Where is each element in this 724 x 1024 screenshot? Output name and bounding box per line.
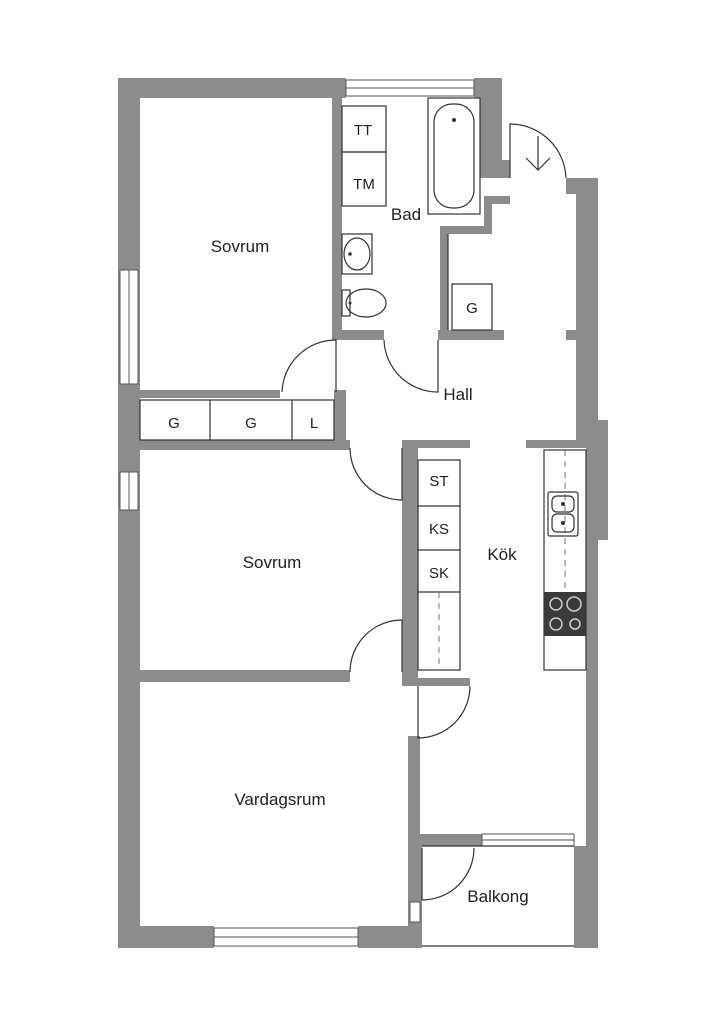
window-bedroom-top [119, 269, 139, 385]
sink-icon [547, 491, 579, 537]
wall-bed2-stub [338, 440, 350, 450]
wall-wardrobe-left [140, 390, 280, 398]
wall-bath-step [448, 226, 484, 234]
fixture-label-hall-g: G [466, 300, 478, 317]
window-bath [345, 79, 475, 97]
wall-bottom-mid [358, 926, 422, 948]
wall-bed2-top [140, 440, 346, 450]
door-bath [383, 339, 439, 393]
fixture-label-linen: L [310, 415, 318, 432]
wall-left [118, 78, 140, 948]
hall-closet-box [451, 283, 493, 331]
room-label-balcony: Balkong [467, 887, 528, 906]
room-label-bath: Bad [391, 205, 421, 224]
fixture-label-wardrobe-2: G [245, 415, 257, 432]
bath-fixtures [341, 97, 493, 331]
door-living [349, 619, 403, 673]
wall-entry-left [480, 160, 510, 178]
walls [118, 78, 608, 948]
wall-bottom-left [118, 926, 214, 948]
wall-kitchen-lower [408, 736, 420, 850]
window-bedroom-mid [119, 471, 139, 511]
kitchen-right-counter [543, 449, 587, 671]
room-label-kitchen: Kök [487, 545, 517, 564]
wall-hall-stub [566, 330, 578, 340]
fixture-label-tt: TT [354, 122, 372, 139]
toilet-icon [341, 288, 387, 318]
wall-kitchen-bottom [408, 834, 482, 846]
room-label-living: Vardagsrum [234, 790, 325, 809]
wall-bath-closet [440, 226, 448, 338]
wall-bath-bottom-right [438, 330, 504, 340]
wall-kitchen-left [402, 440, 410, 686]
washbasin-icon [341, 233, 373, 275]
door-bedroom-top [281, 339, 337, 393]
dryer-box [341, 151, 387, 207]
window-kitchen [481, 833, 575, 847]
fixture-label-wardrobe-1: G [168, 415, 180, 432]
wall-kitchen-top-right [526, 440, 586, 448]
wall-top-left [118, 78, 346, 98]
fixture-label-tm: TM [353, 176, 375, 193]
door-balcony [421, 847, 475, 901]
window-living [213, 927, 359, 947]
wall-bed2-bottom [140, 670, 350, 682]
stove-icon [544, 592, 586, 636]
wall-kitchen-door-top [410, 678, 470, 686]
fixture-label-st: ST [429, 473, 448, 490]
wall-bed-bath [332, 98, 342, 338]
wall-bath-right [480, 78, 502, 178]
wall-bath-bottom-left [332, 330, 384, 340]
door-entry [509, 123, 567, 179]
wall-bath-step3 [484, 196, 510, 204]
door-bedroom-mid [349, 447, 403, 501]
wall-kitchen-left-inner [410, 448, 418, 686]
room-label-bedroom-top: Sovrum [211, 237, 270, 256]
door-kitchen [417, 685, 471, 739]
fixture-label-sk: SK [429, 565, 449, 582]
balcony-outline [422, 845, 574, 947]
wall-right-lower [586, 448, 598, 948]
window-balcony-door [409, 901, 421, 923]
fixture-label-ks: KS [429, 521, 449, 538]
wall-right-upper [576, 178, 598, 338]
kitchen-left-cabinets [417, 459, 461, 671]
wall-kitchen-top-left [402, 440, 470, 448]
windows [119, 79, 575, 947]
wardrobe-row [139, 399, 335, 441]
wall-balcony-right [574, 846, 598, 948]
bathtub-icon [427, 97, 481, 215]
room-label-bedroom-mid: Sovrum [243, 553, 302, 572]
wall-wardrobe-end [334, 390, 346, 440]
wall-bath-step2 [484, 196, 492, 234]
doors [281, 123, 567, 901]
room-label-hall: Hall [443, 385, 472, 404]
